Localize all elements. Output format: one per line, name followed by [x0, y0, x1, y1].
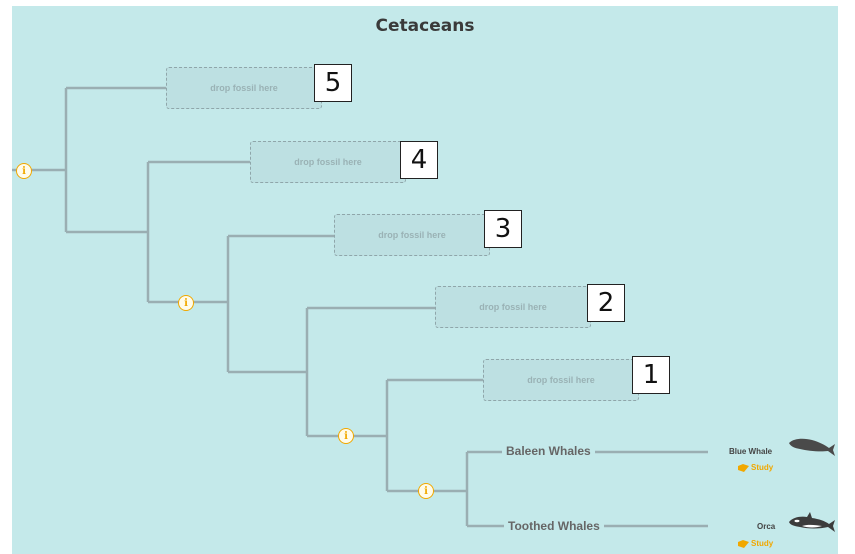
slot-number-2: 2 — [587, 284, 625, 322]
book-icon — [738, 539, 749, 548]
info-icon-root[interactable]: i — [16, 163, 32, 179]
study-link-orca[interactable]: Study — [738, 539, 773, 548]
slot-number-1: 1 — [632, 356, 670, 394]
orca-icon — [789, 512, 835, 532]
fossil-drop-slot-5[interactable]: drop fossil here — [166, 67, 322, 109]
species-label-orca: Orca — [757, 522, 776, 531]
study-link-blue-whale[interactable]: Study — [738, 463, 773, 472]
page-title: Cetaceans — [375, 16, 475, 36]
slot-number-5: 5 — [314, 64, 352, 102]
species-label-blue-whale: Blue Whale — [729, 447, 773, 456]
cladogram-canvas: Cetaceans — [12, 6, 838, 554]
book-icon — [738, 463, 749, 472]
slot-number-3: 3 — [484, 210, 522, 248]
fossil-drop-slot-3[interactable]: drop fossil here — [334, 214, 490, 256]
blue-whale-icon — [789, 438, 835, 456]
fossil-drop-slot-1[interactable]: drop fossil here — [483, 359, 639, 401]
cladogram-branches — [12, 86, 708, 528]
slot-number-4: 4 — [400, 141, 438, 179]
clade-label-baleen-whales: Baleen Whales — [502, 444, 595, 458]
study-label: Study — [751, 463, 774, 472]
study-label: Study — [751, 539, 774, 548]
info-icon-node-d[interactable]: i — [338, 428, 354, 444]
fossil-drop-slot-4[interactable]: drop fossil here — [250, 141, 406, 183]
info-icon-node-e[interactable]: i — [418, 483, 434, 499]
info-icon-node-b[interactable]: i — [178, 295, 194, 311]
clade-label-toothed-whales: Toothed Whales — [504, 519, 604, 533]
fossil-drop-slot-2[interactable]: drop fossil here — [435, 286, 591, 328]
